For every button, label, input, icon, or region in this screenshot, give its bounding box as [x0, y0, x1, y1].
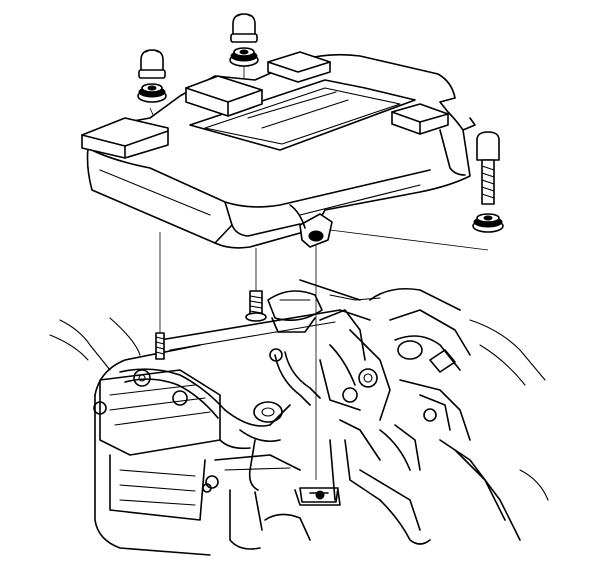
stud-bolt	[155, 332, 165, 360]
cylinder-head-assembly	[49, 279, 549, 556]
washer-grommet	[229, 47, 259, 67]
mounting-bolt	[476, 131, 500, 205]
cap-nut	[138, 49, 166, 79]
leader-lines	[149, 66, 489, 480]
engine-cover	[81, 51, 476, 249]
washer-grommet	[308, 231, 324, 241]
washer-grommet	[472, 213, 504, 233]
washer-grommet	[137, 83, 167, 103]
cap-nut	[230, 13, 258, 43]
stud-bolt	[245, 290, 267, 322]
